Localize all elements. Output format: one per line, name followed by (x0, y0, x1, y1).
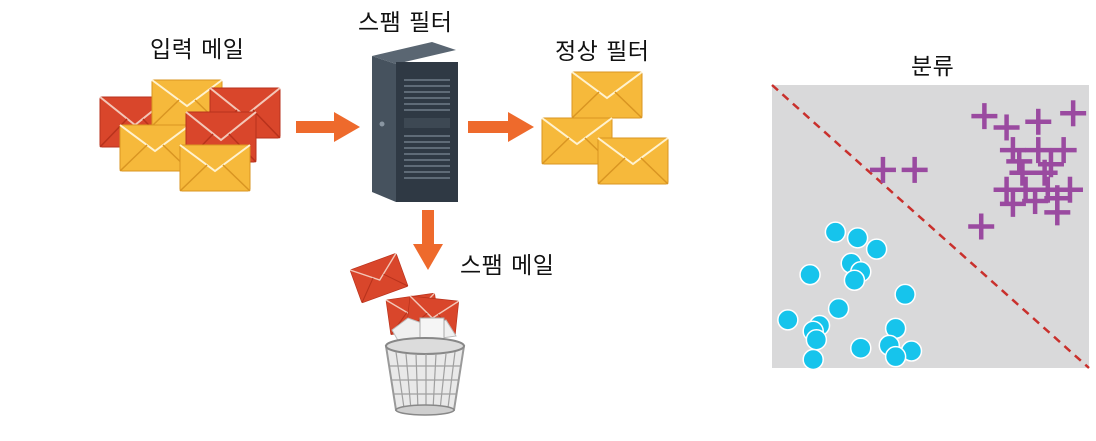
arrow-to-filter (296, 112, 360, 142)
plus-point (1025, 108, 1052, 135)
normal-filter-label: 정상 필터 (555, 39, 650, 65)
circle-point (850, 337, 872, 359)
spam-filter-label: 스팸 필터 (358, 10, 453, 36)
circle-point (827, 297, 850, 320)
plus-point (999, 137, 1026, 164)
plus-point (1006, 148, 1033, 175)
circle-point (805, 328, 828, 351)
envelope-icon (349, 252, 409, 304)
circle-point (843, 269, 866, 292)
arrow-to-normal (468, 112, 534, 142)
plus-point (1009, 159, 1036, 186)
input-mail-stack (99, 79, 281, 192)
circle-point (777, 309, 799, 331)
envelope-icon (597, 137, 669, 185)
classification-chart (771, 84, 1090, 371)
plus-point (1044, 199, 1071, 226)
circle-point (799, 263, 821, 286)
circle-point (865, 238, 888, 260)
circle-point (846, 227, 869, 249)
plus-point (1060, 100, 1087, 127)
circle-point (802, 348, 824, 371)
envelope-icon (571, 71, 643, 119)
circle-point (894, 283, 916, 306)
decision-boundary (771, 84, 1090, 369)
plus-point (1031, 159, 1058, 186)
plus-point (901, 156, 928, 183)
circle-point (824, 221, 847, 243)
spam-mail-label: 스팸 메일 (460, 253, 555, 279)
normal-mail-stack (541, 71, 669, 185)
plus-point (869, 156, 896, 183)
plus-point (971, 103, 998, 130)
plus-point (1022, 188, 1049, 215)
plus-point (993, 114, 1020, 141)
arrow-to-spam (413, 210, 443, 270)
wire-trash-bin-icon (384, 317, 466, 416)
input-mail-label: 입력 메일 (150, 37, 245, 63)
plus-point (1050, 137, 1077, 164)
circle-point (884, 345, 907, 368)
plus-point (999, 190, 1026, 217)
plus-point (968, 213, 995, 240)
envelope-icon (179, 144, 251, 192)
server-tower-icon (372, 42, 458, 202)
plus-point (1025, 137, 1052, 164)
classification-label: 분류 (911, 54, 955, 80)
